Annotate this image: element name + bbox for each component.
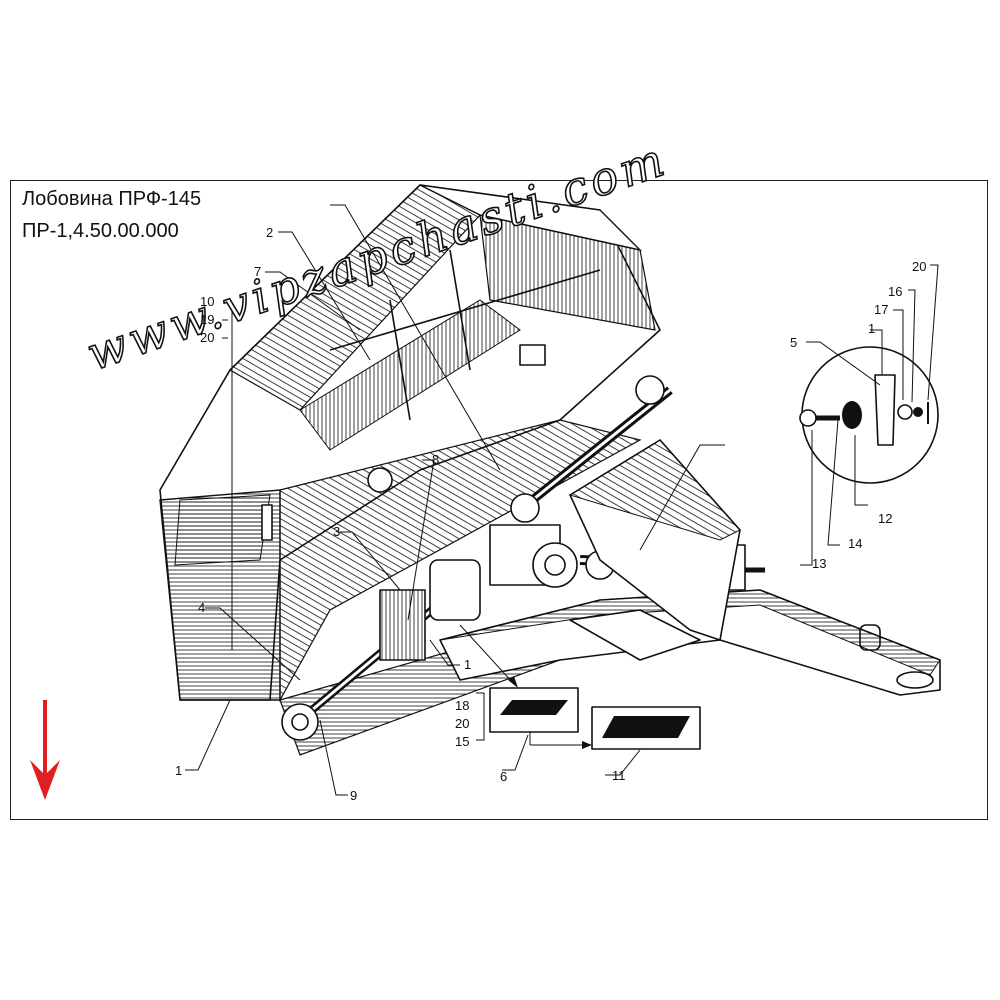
hopper-body [159, 184, 661, 756]
callout-12: 12 [878, 511, 893, 526]
callout-18: 18 [455, 698, 470, 713]
callout-3: 3 [333, 524, 341, 539]
callout-15: 15 [455, 734, 470, 749]
callout-10: 10 [200, 294, 215, 309]
callout-2: 2 [266, 225, 274, 240]
callout-8: 8 [432, 452, 440, 467]
callout-17: 17 [874, 302, 889, 317]
callout-20-left: 20 [200, 330, 215, 345]
callout-13: 13 [812, 556, 827, 571]
callout-14: 14 [848, 536, 863, 551]
drawbar [439, 439, 941, 696]
detail-inset [799, 346, 939, 484]
callout-4: 4 [198, 600, 206, 615]
callout-11: 11 [612, 768, 626, 783]
callout-20-inset: 20 [912, 259, 927, 274]
callout-20-bottom: 20 [455, 716, 470, 731]
callout-5: 5 [790, 335, 798, 350]
callout-19: 19 [200, 312, 215, 327]
down-arrow-icon [30, 700, 60, 800]
callout-1-bottom: 1 [175, 763, 183, 778]
callout-1-center: 1 [464, 657, 472, 672]
diagram-title: Лобовина ПРФ-145 [22, 188, 202, 210]
part-number: ПР-1,4.50.00.000 [22, 220, 179, 242]
leader-lines [185, 204, 939, 796]
callout-6: 6 [500, 769, 508, 784]
callout-16: 16 [888, 284, 903, 299]
callout-7: 7 [254, 264, 262, 279]
callout-1-inset: 1 [868, 321, 876, 336]
callout-9: 9 [350, 788, 358, 803]
drive-assembly [281, 344, 765, 741]
diagram-frame [10, 180, 988, 820]
decal-plates [459, 624, 701, 750]
